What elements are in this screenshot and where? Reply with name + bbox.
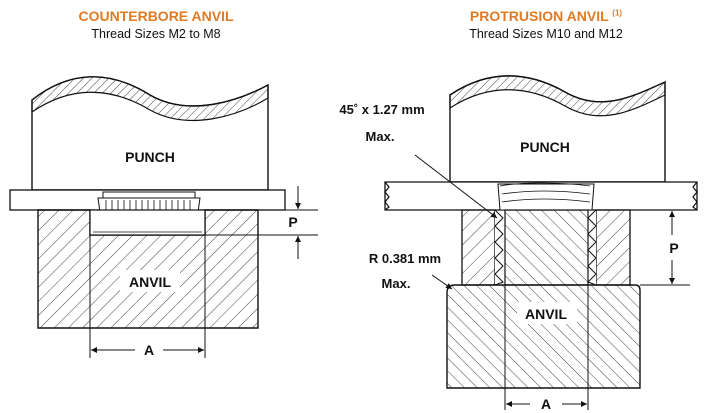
left-fastener — [97, 191, 201, 213]
chamfer-label-line1: 45˚ x 1.27 mm — [339, 102, 424, 117]
right-fastener — [497, 182, 595, 211]
left-punch — [31, 76, 269, 191]
protrusion-anvil-footnote: (1) — [612, 8, 623, 18]
right-center-pilot — [504, 209, 589, 286]
right-p-dimension — [630, 209, 690, 286]
left-p-label: P — [288, 214, 297, 230]
right-punch-label: PUNCH — [520, 139, 570, 155]
left-p-dimension — [205, 186, 318, 259]
right-a-label: A — [541, 396, 551, 412]
right-upper-die — [461, 209, 631, 286]
protrusion-anvil-title: PROTRUSION ANVIL (1) — [426, 8, 666, 24]
left-anvil-label: ANVIL — [129, 274, 171, 290]
counterbore-anvil-title: COUNTERBORE ANVIL — [78, 8, 234, 24]
left-anvil — [37, 209, 259, 358]
right-p-label: P — [669, 240, 678, 256]
right-anvil-label: ANVIL — [525, 306, 567, 322]
protrusion-anvil-subtitle: Thread Sizes M10 and M12 — [469, 27, 623, 41]
left-a-label: A — [144, 342, 154, 358]
right-punch — [449, 75, 666, 183]
counterbore-anvil-subtitle: Thread Sizes M2 to M8 — [91, 27, 221, 41]
radius-callout — [431, 274, 453, 290]
protrusion-anvil-title-text: PROTRUSION ANVIL — [469, 8, 609, 24]
radius-label-line2: Max. — [382, 276, 411, 291]
chamfer-callout — [414, 154, 498, 219]
left-punch-label: PUNCH — [125, 149, 175, 165]
radius-label-line1: R 0.381 mm — [369, 251, 441, 266]
chamfer-label-line2: Max. — [366, 129, 395, 144]
